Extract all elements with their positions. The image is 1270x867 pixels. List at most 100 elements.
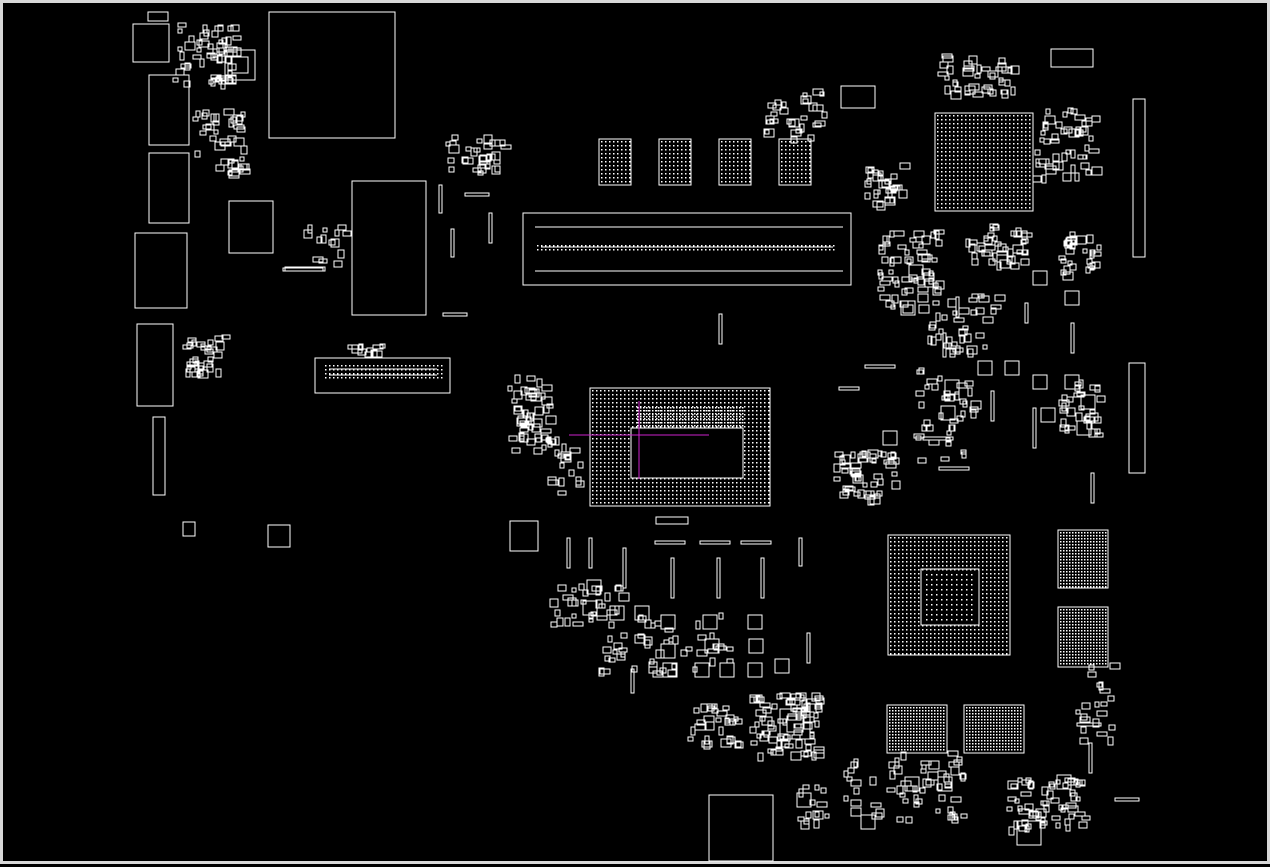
smd-component-outline bbox=[492, 166, 500, 174]
chip-outline bbox=[510, 521, 538, 551]
smd-component-outline bbox=[788, 714, 796, 720]
smd-component-outline bbox=[1086, 170, 1091, 175]
smd-component-outline bbox=[948, 751, 958, 756]
ic-package-outline bbox=[352, 181, 426, 315]
smd-component-outline bbox=[343, 231, 351, 236]
smd-component-outline bbox=[772, 704, 777, 709]
smd-component-outline bbox=[880, 281, 890, 285]
smd-component-outline bbox=[920, 788, 925, 793]
smd-component-outline bbox=[224, 109, 234, 115]
pcb-board-drawing[interactable] bbox=[3, 3, 1270, 867]
smd-component-outline bbox=[484, 135, 492, 143]
smd-component-outline bbox=[207, 54, 213, 58]
smd-component-outline bbox=[185, 42, 195, 50]
smd-component-outline bbox=[936, 809, 940, 813]
header-outline bbox=[1133, 99, 1145, 257]
smd-component-outline bbox=[240, 157, 244, 161]
smd-component-outline bbox=[727, 659, 733, 663]
smd-component-outline bbox=[477, 139, 482, 143]
smd-component-outline bbox=[495, 166, 500, 172]
connector-outline bbox=[135, 233, 187, 308]
smd-component-outline bbox=[613, 650, 617, 654]
passive-array-outline bbox=[489, 213, 492, 243]
smd-component-outline bbox=[512, 399, 517, 403]
smd-component-outline bbox=[822, 112, 827, 118]
smd-component-outline bbox=[863, 483, 867, 487]
smd-component-outline bbox=[449, 167, 454, 172]
smd-component-outline bbox=[537, 379, 542, 387]
smd-component-outline bbox=[509, 436, 517, 441]
power-component-outline bbox=[661, 615, 675, 629]
passive-array-outline bbox=[865, 365, 895, 368]
smd-component-outline bbox=[515, 375, 520, 383]
smd-component-outline bbox=[189, 36, 194, 42]
passive-array-outline bbox=[443, 313, 467, 316]
power-component-outline bbox=[1065, 291, 1079, 305]
chip-outline bbox=[133, 24, 169, 62]
smd-component-outline bbox=[208, 340, 213, 345]
smd-component-outline bbox=[984, 252, 990, 256]
smd-component-outline bbox=[971, 401, 981, 409]
header-outline bbox=[1129, 363, 1145, 473]
smd-component-outline bbox=[1095, 386, 1100, 392]
smd-component-outline bbox=[892, 481, 900, 489]
smd-component-outline bbox=[214, 352, 222, 358]
smd-component-outline bbox=[918, 255, 928, 261]
passive-array-outline bbox=[465, 193, 489, 196]
smd-component-outline bbox=[851, 800, 861, 806]
smd-component-outline bbox=[871, 803, 881, 807]
smd-component-outline bbox=[1109, 725, 1115, 730]
gpu-die-outline bbox=[921, 569, 979, 625]
passive-array-outline bbox=[1071, 323, 1074, 353]
smd-component-outline bbox=[1089, 136, 1093, 141]
smd-component-outline bbox=[527, 376, 535, 381]
smd-component-outline bbox=[535, 407, 543, 415]
passive-array-outline bbox=[1091, 473, 1094, 503]
smd-component-outline bbox=[226, 57, 231, 63]
smd-component-outline bbox=[1089, 149, 1099, 153]
smd-component-outline bbox=[664, 640, 669, 644]
smd-component-outline bbox=[919, 244, 923, 248]
passive-array-outline bbox=[719, 314, 722, 344]
passive-array-outline bbox=[1025, 303, 1028, 323]
power-component-outline bbox=[1041, 408, 1055, 422]
smd-component-outline bbox=[560, 463, 564, 468]
passive-array-outline bbox=[1077, 723, 1101, 726]
smd-component-outline bbox=[1097, 396, 1105, 402]
smd-component-outline bbox=[559, 478, 564, 486]
smd-component-outline bbox=[1063, 173, 1071, 181]
smd-component-outline bbox=[950, 425, 954, 431]
smd-component-outline bbox=[706, 722, 714, 730]
smd-component-outline bbox=[872, 813, 882, 819]
smd-component-outline bbox=[578, 462, 583, 468]
smd-component-outline bbox=[798, 817, 804, 821]
smd-component-outline bbox=[1021, 259, 1029, 265]
smd-component-outline bbox=[621, 633, 627, 638]
smd-component-outline bbox=[1056, 823, 1060, 828]
smd-component-outline bbox=[898, 245, 906, 249]
chip-outline bbox=[268, 525, 290, 547]
smd-component-outline bbox=[196, 111, 200, 117]
smd-component-outline bbox=[651, 623, 655, 628]
smd-component-outline bbox=[945, 86, 950, 94]
smd-component-outline bbox=[1035, 150, 1040, 155]
smd-component-outline bbox=[926, 780, 934, 785]
smd-component-outline bbox=[851, 463, 861, 468]
smd-component-outline bbox=[719, 727, 723, 735]
smd-component-outline bbox=[1011, 784, 1017, 788]
connector-outline bbox=[1051, 49, 1093, 67]
smd-component-outline bbox=[903, 799, 908, 803]
smd-component-outline bbox=[562, 444, 566, 452]
passive-array-outline bbox=[1033, 408, 1036, 448]
power-component-outline bbox=[703, 615, 717, 629]
small-component-outlines bbox=[173, 23, 1120, 835]
memory-area bbox=[523, 139, 851, 285]
power-component-outline bbox=[1033, 375, 1047, 389]
smd-component-outline bbox=[883, 236, 887, 242]
pin-grid bbox=[781, 141, 811, 183]
smd-component-outline bbox=[569, 470, 574, 476]
power-component-outline bbox=[861, 815, 875, 829]
smd-component-outline bbox=[1041, 801, 1049, 805]
smd-component-outline bbox=[1021, 792, 1031, 796]
